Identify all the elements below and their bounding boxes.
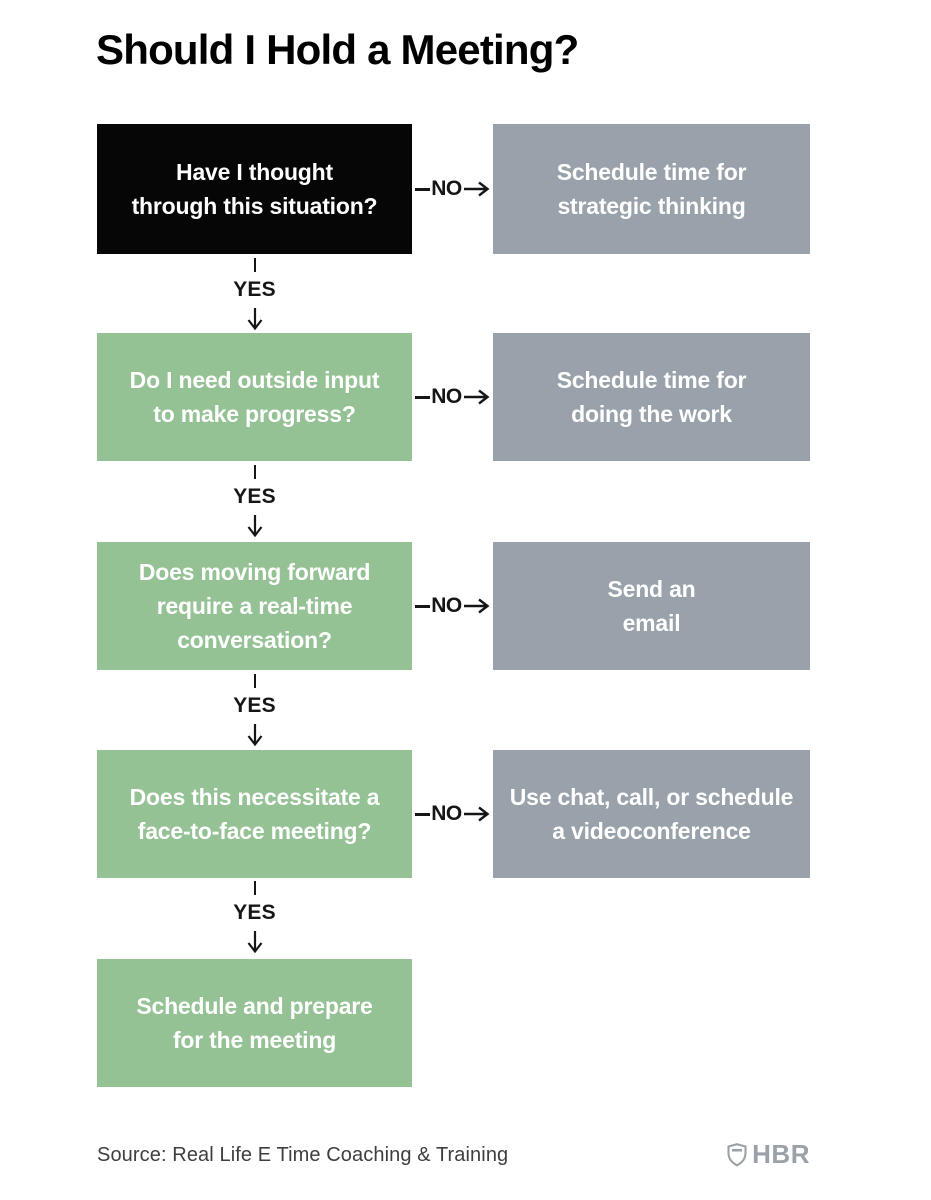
no-connector-1: NO [412,124,493,254]
yes-connector-1: YES [97,258,412,331]
no-label: NO [431,385,462,408]
right-arrow-icon [463,598,490,614]
yes-label: YES [233,277,276,301]
yes-line [253,258,256,272]
yes-label: YES [233,484,276,508]
down-arrow-icon [247,931,262,954]
hbr-logo-text: HBR [752,1139,810,1169]
outcome-box-2: Schedule time for doing the work [493,333,810,461]
down-arrow-icon [247,724,262,747]
question-box-4: Does this necessitate a face-to-face mee… [97,750,412,878]
no-label: NO [431,594,462,617]
hbr-shield-icon [727,1142,747,1166]
down-arrow-icon [247,515,262,538]
down-arrow-icon [247,308,262,331]
flow-row-1: Have I thought through this situation? N… [97,124,810,254]
yes-line [253,674,256,688]
no-connector-2: NO [412,333,493,461]
no-line [415,187,431,191]
start-question-box: Have I thought through this situation? [97,124,412,254]
yes-connector-2: YES [97,465,412,538]
no-line [415,812,431,816]
no-connector-3: NO [412,542,493,670]
hbr-logo: HBR [726,1141,810,1167]
question-box-2: Do I need outside input to make progress… [97,333,412,461]
no-line [415,604,431,608]
outcome-box-3: Send an email [493,542,810,670]
outcome-box-1: Schedule time for strategic thinking [493,124,810,254]
question-box-3: Does moving forward require a real-time … [97,542,412,670]
page-title: Should I Hold a Meeting? [96,26,579,73]
source-text: Source: Real Life E Time Coaching & Trai… [97,1144,509,1166]
flow-row-3: Does moving forward require a real-time … [97,542,810,670]
flow-row-4: Does this necessitate a face-to-face mee… [97,750,810,878]
yes-label: YES [233,900,276,924]
yes-connector-3: YES [97,674,412,747]
no-connector-4: NO [412,750,493,878]
outcome-box-4: Use chat, call, or schedule a videoconfe… [493,750,810,878]
right-arrow-icon [463,389,490,405]
no-label: NO [431,177,462,200]
right-arrow-icon [463,806,490,822]
yes-label: YES [233,693,276,717]
yes-connector-4: YES [97,881,412,954]
no-label: NO [431,802,462,825]
flow-row-2: Do I need outside input to make progress… [97,333,810,461]
no-line [415,395,431,399]
yes-line [253,881,256,895]
yes-line [253,465,256,479]
final-action-box: Schedule and prepare for the meeting [97,959,412,1087]
right-arrow-icon [463,181,490,197]
